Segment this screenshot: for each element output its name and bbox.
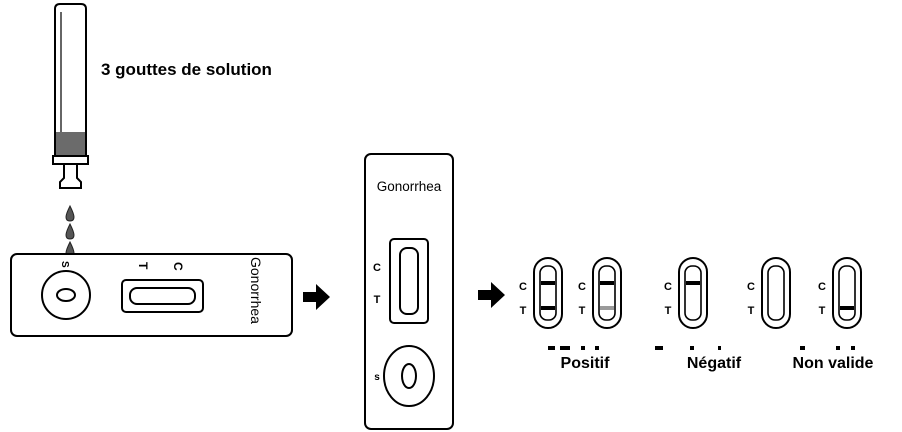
result-window xyxy=(121,279,204,313)
strip-window xyxy=(598,265,616,321)
test-mark-label: T xyxy=(374,294,381,306)
test-band xyxy=(600,306,614,310)
result-strip-positive-2: CT xyxy=(578,257,622,329)
sample-well xyxy=(383,345,435,407)
strip-window xyxy=(838,265,856,321)
strip-outer xyxy=(678,257,708,329)
test-band xyxy=(840,306,854,310)
strip-outer xyxy=(533,257,563,329)
drop-1 xyxy=(65,204,75,222)
test-mark-label: T xyxy=(665,305,672,317)
strip-window xyxy=(684,265,702,321)
test-mark-label: T xyxy=(748,305,755,317)
arrow-right-icon xyxy=(478,282,505,308)
control-band xyxy=(686,281,700,285)
cassette-horizontal: S T C Gonorrhea xyxy=(10,253,293,337)
result-strip-positive-1: CT xyxy=(519,257,563,329)
control-mark-label: C xyxy=(519,281,527,293)
strip-window xyxy=(539,265,557,321)
caption-positive: Positif xyxy=(561,355,611,372)
control-mark-label: C xyxy=(747,281,755,293)
cassette-vertical: Gonorrhea C T s xyxy=(364,153,454,430)
cassette-body xyxy=(10,253,293,337)
drop-2 xyxy=(65,222,75,240)
result-strip-invalid-2: CT xyxy=(818,257,862,329)
obscured-text-fragments xyxy=(548,346,855,350)
caption-invalid: Non valide xyxy=(793,355,874,372)
result-window xyxy=(389,238,429,324)
drops xyxy=(65,204,75,258)
result-strip-negative: CT xyxy=(664,257,708,329)
strip-outer xyxy=(592,257,622,329)
control-mark-label: C xyxy=(578,281,586,293)
control-band xyxy=(541,281,555,285)
result-strip-invalid-1: CT xyxy=(747,257,791,329)
test-mark-label: T xyxy=(819,305,826,317)
strip-outer xyxy=(832,257,862,329)
control-mark-label: C xyxy=(818,281,826,293)
sample-mark-label: s xyxy=(374,372,380,383)
dropper-tube xyxy=(52,3,89,189)
caption-negative: Négatif xyxy=(687,355,742,372)
control-mark-label: C xyxy=(664,281,672,293)
test-mark-label: T xyxy=(520,305,527,317)
cassette-brand-label: Gonorrhea xyxy=(377,179,442,194)
test-band xyxy=(541,306,555,310)
control-mark-label: C xyxy=(171,262,185,271)
test-mark-label: T xyxy=(579,305,586,317)
control-mark-label: C xyxy=(373,262,381,274)
instruction-text: 3 gouttes de solution xyxy=(101,60,272,79)
strip-window xyxy=(767,265,785,321)
cassette-brand-label: Gonorrhea xyxy=(248,257,264,324)
arrow-right-icon xyxy=(303,284,330,310)
strip-outer xyxy=(761,257,791,329)
sample-mark-label: S xyxy=(59,261,70,268)
test-mark-label: T xyxy=(136,262,150,270)
control-band xyxy=(600,281,614,285)
reagent-liquid xyxy=(56,132,85,155)
sample-well xyxy=(41,270,91,320)
